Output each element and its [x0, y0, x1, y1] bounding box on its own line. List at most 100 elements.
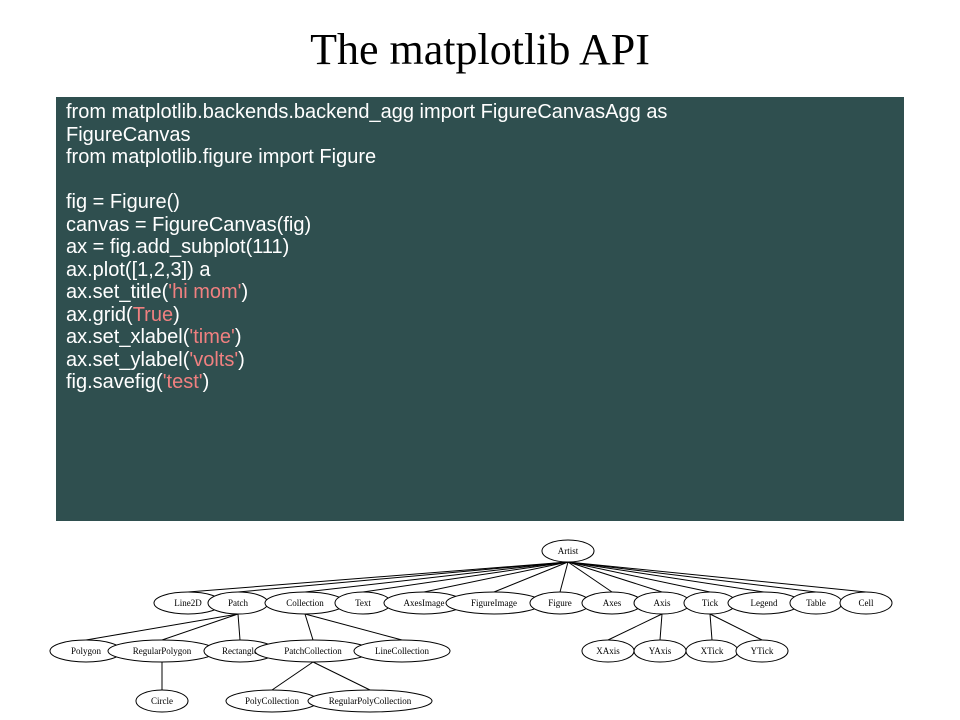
node-label: Rectangle [222, 646, 258, 656]
code-line: from matplotlib.backends.backend_agg imp… [66, 101, 894, 124]
code-text: ) [173, 303, 180, 326]
code-line: ax.plot([1,2,3]) a [66, 259, 894, 282]
tree-edge [304, 613, 314, 641]
tree-edge [304, 613, 403, 641]
code-text: fig = Figure() [66, 191, 180, 213]
tree-node-linecollection: LineCollection [353, 639, 451, 663]
tree-edge [567, 561, 765, 593]
tree-edge [161, 613, 239, 641]
tree-node-text: Text [334, 591, 392, 615]
tree-node-xtick: XTick [685, 639, 739, 663]
node-label: Polygon [71, 646, 102, 656]
code-line: ax.set_xlabel('time') [66, 326, 894, 349]
code-line: ax.grid(True) [66, 304, 894, 327]
node-ellipse [839, 591, 893, 615]
tree-edge [607, 613, 663, 641]
tree-node-figure: Figure [529, 591, 591, 615]
tree-node-rectangle: Rectangle [203, 639, 277, 663]
tree-node-ytick: YTick [735, 639, 789, 663]
code-line: fig.savefig('test') [66, 371, 894, 394]
node-label: Tick [702, 598, 719, 608]
tree-edge [312, 661, 371, 691]
tree-edge [559, 561, 569, 593]
code-literal: 'volts' [189, 348, 239, 371]
node-label: LineCollection [375, 646, 429, 656]
code-text: from matplotlib.figure import Figure [66, 146, 377, 168]
node-label: Axes [603, 598, 622, 608]
node-ellipse [735, 639, 789, 663]
node-label: Axis [653, 598, 671, 608]
code-line [66, 169, 894, 192]
node-label: XTick [701, 646, 724, 656]
code-text: ) [202, 371, 210, 393]
code-literal: True [132, 303, 174, 326]
tree-edge [85, 613, 239, 641]
node-label: YTick [751, 646, 774, 656]
code-line: from matplotlib.figure import Figure [66, 146, 894, 169]
tree-node-patch: Patch [207, 591, 269, 615]
code-text: ax = fig.add_subplot(111) [66, 236, 290, 258]
code-text: FigureCanvas [66, 123, 191, 146]
tree-node-collection: Collection [264, 591, 346, 615]
code-line: canvas = FigureCanvas(fig) [66, 214, 894, 237]
node-label: Cell [859, 598, 874, 608]
node-label: Text [355, 598, 371, 608]
code-line: ax.set_ylabel('volts') [66, 349, 894, 372]
tree-edge [187, 561, 569, 593]
code-literal: 'test' [162, 371, 203, 393]
node-ellipse [307, 689, 433, 713]
tree-edge [423, 561, 569, 593]
code-text: ax.set_ylabel( [66, 348, 190, 371]
node-ellipse [353, 639, 451, 663]
node-label: AxesImage [404, 598, 445, 608]
node-label: Legend [751, 598, 778, 608]
code-line: FigureCanvas [66, 124, 894, 147]
code-text: ax.set_title( [66, 281, 169, 303]
code-literal: 'time' [189, 326, 235, 348]
tree-node-cell: Cell [839, 591, 893, 615]
tree-edge [567, 561, 663, 593]
tree-edge [362, 561, 569, 593]
tree-edge [659, 613, 663, 641]
code-text: fig.savefig( [66, 371, 163, 393]
node-label: Table [806, 598, 826, 608]
tree-edge [271, 661, 314, 691]
node-label: FigureImage [471, 598, 517, 608]
node-label: RegularPolyCollection [329, 696, 412, 706]
tree-node-polycollection: PolyCollection [225, 689, 319, 713]
tree-node-axis: Axis [633, 591, 691, 615]
tree-edge [493, 561, 569, 593]
tree-node-regularpolycollection: RegularPolyCollection [307, 689, 433, 713]
code-text: ) [238, 348, 245, 371]
node-label: Collection [286, 598, 324, 608]
node-label: RegularPolygon [133, 646, 192, 656]
tree-edge [237, 561, 569, 593]
tree-node-table: Table [789, 591, 843, 615]
tree-node-yaxis: YAxis [633, 639, 687, 663]
tree-edge [709, 613, 713, 641]
node-label: YAxis [649, 646, 672, 656]
tree-node-axes: Axes [581, 591, 643, 615]
tree-edge [567, 561, 867, 593]
code-line: ax = fig.add_subplot(111) [66, 236, 894, 259]
node-label: Figure [548, 598, 572, 608]
code-block: from matplotlib.backends.backend_agg imp… [56, 97, 904, 521]
code-line: fig = Figure() [66, 191, 894, 214]
node-label: PolyCollection [245, 696, 300, 706]
tree-node-circle: Circle [135, 689, 189, 713]
tree-node-regularpolygon: RegularPolygon [107, 639, 217, 663]
tree-edge [237, 613, 241, 641]
node-label: Line2D [174, 598, 202, 608]
node-label: XAxis [596, 646, 620, 656]
node-ellipse [541, 539, 595, 563]
tree-node-xaxis: XAxis [581, 639, 635, 663]
tree-edge [567, 561, 613, 593]
code-text: from matplotlib.backends.backend_agg imp… [66, 101, 668, 123]
tree-node-artist: Artist [541, 539, 595, 563]
node-label: Patch [228, 598, 248, 608]
tree-node-figureimage: FigureImage [445, 591, 543, 615]
tree-edge [709, 613, 763, 641]
code-text: canvas = FigureCanvas(fig) [66, 213, 312, 236]
code-text: ) [234, 326, 242, 348]
